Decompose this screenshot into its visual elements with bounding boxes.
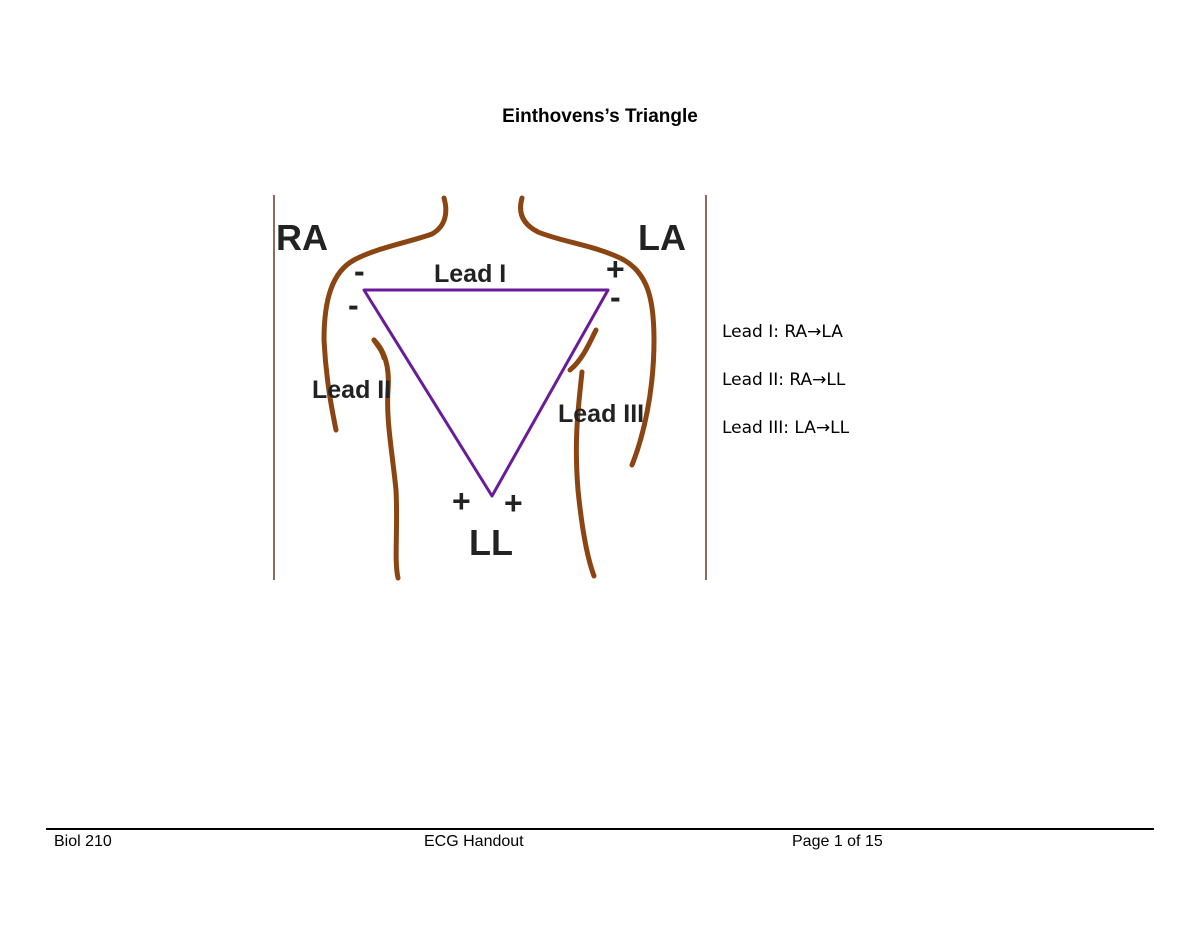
- lead-definitions: Lead I: RA→LA Lead II: RA→LL Lead III: L…: [722, 320, 849, 464]
- lead-row: Lead III: LA→LL: [722, 416, 849, 464]
- footer-course: Biol 210: [54, 833, 112, 850]
- lead-row: Lead II: RA→LL: [722, 368, 849, 416]
- lead-name: Lead II:: [722, 370, 784, 390]
- sign-ra-lead2: -: [348, 287, 359, 323]
- einthoven-triangle: [362, 288, 610, 498]
- label-la: LA: [638, 217, 686, 258]
- arrow-right-icon: →: [812, 370, 827, 390]
- lead-from: RA: [789, 370, 813, 390]
- arrow-right-icon: →: [807, 322, 822, 342]
- lead-name: Lead III:: [722, 418, 790, 438]
- label-lead1: Lead I: [434, 260, 506, 288]
- sign-ll-lead2: +: [452, 483, 471, 519]
- sign-ll-lead3: +: [504, 485, 523, 521]
- body-outline: [321, 195, 657, 581]
- sign-ra-lead1: -: [354, 253, 365, 289]
- arrow-right-icon: →: [815, 418, 831, 438]
- label-lead3: Lead III: [558, 400, 644, 428]
- label-lead2: Lead II: [312, 376, 391, 404]
- sign-la-lead1: +: [606, 251, 625, 287]
- footer-rule: [46, 828, 1154, 830]
- label-ll: LL: [469, 522, 513, 563]
- lead-to: LL: [826, 370, 846, 390]
- page-title: Einthovens’s Triangle: [502, 106, 698, 127]
- einthoven-triangle-figure: RA LA LL Lead I Lead II Lead III - - + -…: [266, 190, 716, 585]
- lead-row: Lead I: RA→LA: [722, 320, 849, 368]
- torso-diagram: RA LA LL Lead I Lead II Lead III - - + -…: [273, 195, 707, 581]
- lead-from: LA: [794, 418, 816, 438]
- sign-la-lead3: -: [610, 279, 621, 315]
- lead-from: RA: [784, 322, 808, 342]
- footer-page-number: Page 1 of 15: [792, 833, 883, 850]
- footer-doc-title: ECG Handout: [424, 833, 524, 850]
- label-ra: RA: [276, 217, 328, 258]
- lead-to: LA: [821, 322, 843, 342]
- lead-name: Lead I:: [722, 322, 779, 342]
- lead-to: LL: [830, 418, 850, 438]
